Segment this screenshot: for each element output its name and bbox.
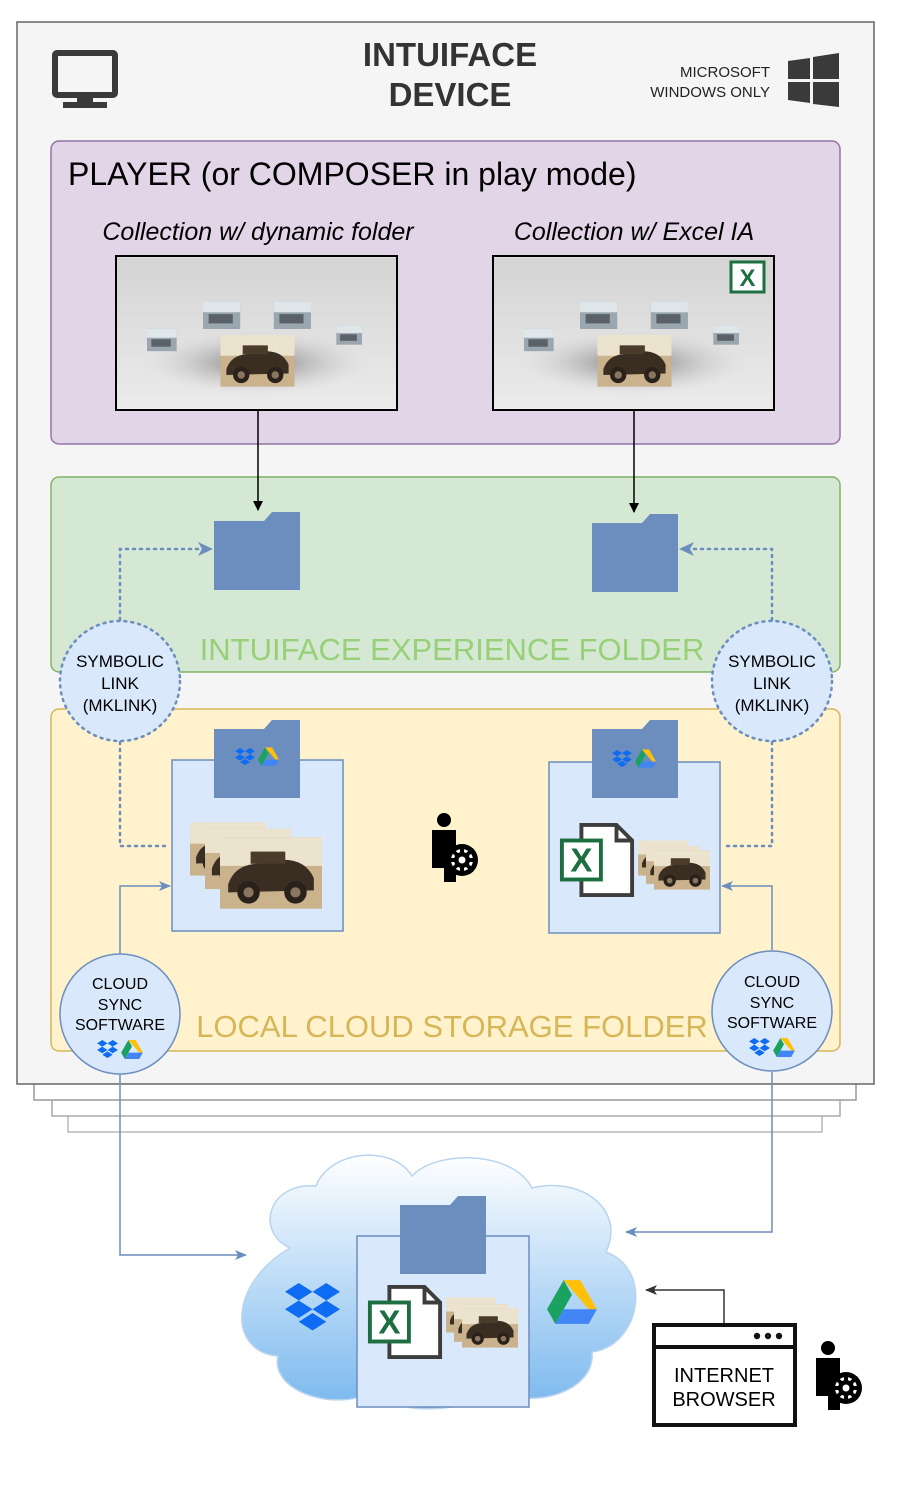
excel-badge-icon: X bbox=[729, 260, 766, 294]
cloud-sync-connectors bbox=[119, 881, 773, 1260]
symlink-left-line2: LINK bbox=[101, 674, 139, 693]
cloud-sync-left-line1: CLOUD bbox=[92, 976, 148, 993]
photo-stack-icon bbox=[446, 1297, 518, 1348]
player-to-folder-arrows bbox=[253, 410, 639, 513]
collection-right-label: Collection w/ Excel IA bbox=[514, 218, 754, 246]
symlink-left-line3: (MKLINK) bbox=[83, 696, 158, 715]
symbolic-link-arrowheads bbox=[198, 542, 694, 556]
collection-left-label: Collection w/ dynamic folder bbox=[102, 218, 415, 246]
cloud-folder bbox=[356, 1196, 530, 1408]
windows-note-line1: MICROSOFT bbox=[680, 64, 770, 81]
symlink-left-line1: SYMBOLIC bbox=[76, 652, 164, 671]
excel-badge-letter: X bbox=[739, 265, 755, 292]
local-folder-right bbox=[548, 720, 721, 934]
windows-logo-icon bbox=[788, 53, 839, 107]
photo-stack-icon bbox=[638, 840, 710, 890]
collection-right-screen bbox=[492, 255, 775, 411]
symlink-right-line2: LINK bbox=[753, 674, 791, 693]
browser-label-line1: INTERNET bbox=[674, 1365, 774, 1387]
collection-left-screen bbox=[115, 255, 398, 411]
cloud-sync-right: CLOUD SYNC SOFTWARE bbox=[711, 950, 833, 1072]
local-folder-left bbox=[171, 720, 344, 932]
experience-folder-right-icon bbox=[592, 514, 678, 592]
experience-folder-label: INTUIFACE EXPERIENCE FOLDER bbox=[200, 632, 705, 667]
browser-label-line2: BROWSER bbox=[672, 1389, 775, 1411]
device-title-line1: INTUIFACE bbox=[363, 36, 537, 73]
device-title-line2: DEVICE bbox=[389, 76, 512, 113]
symbolic-link-right: SYMBOLIC LINK (MKLINK) bbox=[710, 619, 834, 743]
monitor-icon bbox=[52, 50, 118, 108]
admin-user-icon bbox=[816, 1341, 862, 1410]
experience-folder-left-icon bbox=[214, 512, 300, 590]
cloud-sync-left-line2: SYNC bbox=[98, 997, 142, 1014]
cloud-sync-right-line2: SYNC bbox=[750, 995, 794, 1012]
symlink-right-line1: SYMBOLIC bbox=[728, 652, 816, 671]
local-storage-label: LOCAL CLOUD STORAGE FOLDER bbox=[196, 1009, 708, 1044]
player-title: PLAYER (or COMPOSER in play mode) bbox=[68, 156, 636, 192]
symbolic-link-left: SYMBOLIC LINK (MKLINK) bbox=[58, 619, 182, 743]
windows-note-line2: WINDOWS ONLY bbox=[650, 84, 770, 101]
internet-browser-window: INTERNET BROWSER bbox=[652, 1323, 797, 1427]
symlink-right-line3: (MKLINK) bbox=[735, 696, 810, 715]
cloud-sync-right-line1: CLOUD bbox=[744, 974, 800, 991]
cloud-sync-left-line3: SOFTWARE bbox=[75, 1017, 165, 1034]
symbolic-link-paths bbox=[118, 547, 774, 848]
cloud-sync-left: CLOUD SYNC SOFTWARE bbox=[59, 953, 181, 1075]
cloud-sync-right-line3: SOFTWARE bbox=[727, 1015, 817, 1032]
browser-to-cloud-arrow bbox=[645, 1285, 725, 1325]
